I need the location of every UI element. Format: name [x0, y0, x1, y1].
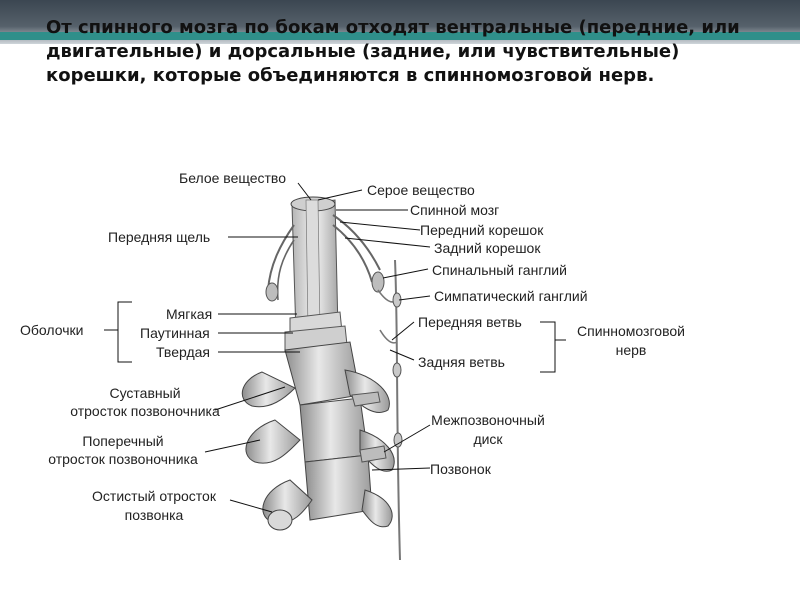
slide-text: От спинного мозга по бокам отходят вентр…	[46, 17, 740, 86]
label-disc-line2: диск	[473, 431, 503, 447]
spinal-cord-shape	[265, 196, 385, 336]
label-articular-line1: Суставный	[109, 385, 181, 401]
accent-stripe	[0, 32, 800, 40]
label-spinal-cord: Спинной мозг	[410, 202, 500, 218]
label-dura: Твердая	[156, 344, 211, 360]
label-articular-line2: отросток позвоночника	[70, 403, 220, 419]
label-spinal-ganglion: Спинальный ганглий	[432, 262, 567, 278]
label-pia: Мягкая	[166, 306, 213, 322]
label-sympathetic-ganglion: Симпатический ганглий	[434, 288, 588, 304]
label-membranes: Оболочки	[20, 322, 84, 338]
label-gray-matter: Серое вещество	[367, 182, 475, 198]
label-anterior-branch: Передняя ветвь	[418, 314, 522, 330]
label-anterior-root: Передний корешок	[420, 222, 544, 238]
sympathetic-trunk-shape	[377, 259, 403, 561]
label-spinous-line2: позвонка	[124, 507, 184, 523]
label-spinal-nerve-line2: нерв	[615, 342, 647, 358]
vertebral-column-shape	[241, 341, 395, 531]
label-anterior-fissure: Передняя щель	[108, 229, 211, 245]
label-arachnoid: Паутинная	[140, 325, 210, 341]
leader-lines	[104, 182, 566, 513]
label-spinous-line1: Остистый отросток	[92, 488, 216, 504]
label-disc-line1: Межпозвоночный	[431, 412, 545, 428]
label-transverse-line2: отросток позвоночника	[48, 451, 198, 467]
label-vertebra: Позвонок	[430, 461, 491, 477]
label-transverse-line1: Поперечный	[82, 433, 164, 449]
label-posterior-root: Задний корешок	[434, 240, 541, 256]
label-spinal-nerve-line1: Спинномозговой	[577, 323, 685, 339]
label-white-matter: Белое вещество	[179, 170, 286, 186]
label-posterior-branch: Задняя ветвь	[418, 354, 505, 370]
title-bar	[0, 0, 800, 44]
